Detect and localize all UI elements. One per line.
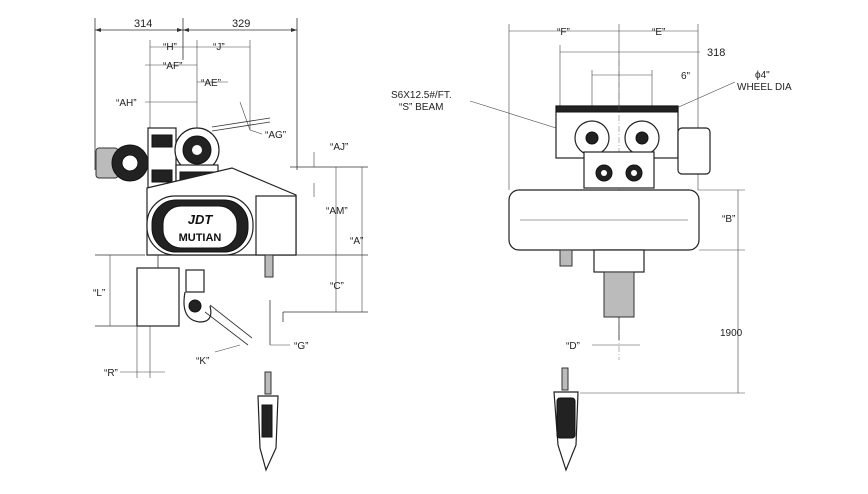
dim-e-label: “E” [652,27,665,38]
dim-f-label: “F” [557,27,570,38]
beam-size-label: S6X12.5#/FT. [391,90,452,101]
brand-jdt: JDT [188,212,214,227]
dim-a-label: “A” [350,236,363,247]
dimension-aj: “AJ” [290,142,368,197]
pendant-front [553,367,579,472]
dim-ag-label: “AG” [265,130,286,141]
dim-314-label: 314 [134,18,152,30]
dimension-ae: “AE” [197,78,228,89]
dim-af-label: “AF” [163,61,182,72]
dim-c-label: “C” [330,281,344,292]
motor-assembly [95,127,177,189]
dimension-318: 318 [559,45,725,110]
dimension-l-r-k-g: “L” “R” “K” “G” [93,254,308,379]
wheel-dia-text: WHEEL DIA [737,82,792,93]
dim-6in-label: 6" [681,71,691,82]
hook-side [183,269,253,346]
beam-type-label: “S” BEAM [399,102,443,113]
side-view: 314 329 “H” “J” “AF” “AE” “AH” [93,18,368,472]
dim-ah-label: “AH” [116,98,137,109]
dim-g-label: “G” [294,341,308,352]
beam-and-trolley [555,60,711,360]
dim-aj-label: “AJ” [330,142,348,153]
dimension-314-329: 314 329 [94,18,298,170]
dim-l-label: “L” [93,288,105,299]
front-view: “F” “E” 318 6" ϕ4" WHEEL DIA S6X12.5#/FT… [391,24,792,472]
beam-callout: S6X12.5#/FT. “S” BEAM [391,90,557,129]
chain-bag [136,255,180,327]
dim-h-label: “H” [163,42,177,53]
hoist-body-front [508,189,700,340]
wheel-dia-value: ϕ4" [755,70,770,81]
dim-j-label: “J” [213,42,225,53]
dimension-b: “B” [698,189,745,251]
dimension-h-j: “H” “J” [149,40,251,140]
pendant-side [257,371,279,472]
dim-329-label: 329 [232,18,250,30]
dimension-1900: 1900 [580,250,745,394]
dimension-ah: “AH” [116,98,197,109]
dim-k-label: “K” [196,356,209,367]
dim-b-label: “B” [722,214,735,225]
dim-am-label: “AM” [326,206,348,217]
hoist-body-side: JDT MUTIAN [146,167,297,278]
dim-1900-label: 1900 [720,328,743,339]
dim-ae-label: “AE” [201,78,221,89]
dim-d-label: “D” [566,341,580,352]
brand-mutian: MUTIAN [179,232,222,244]
dim-318-label: 318 [707,47,725,59]
dimension-af: “AF” [145,61,197,72]
dimension-am-a-c: “AM” “A” “C” [283,167,368,313]
dimension-d: “D” [566,341,640,352]
dim-r-label: “R” [104,368,118,379]
